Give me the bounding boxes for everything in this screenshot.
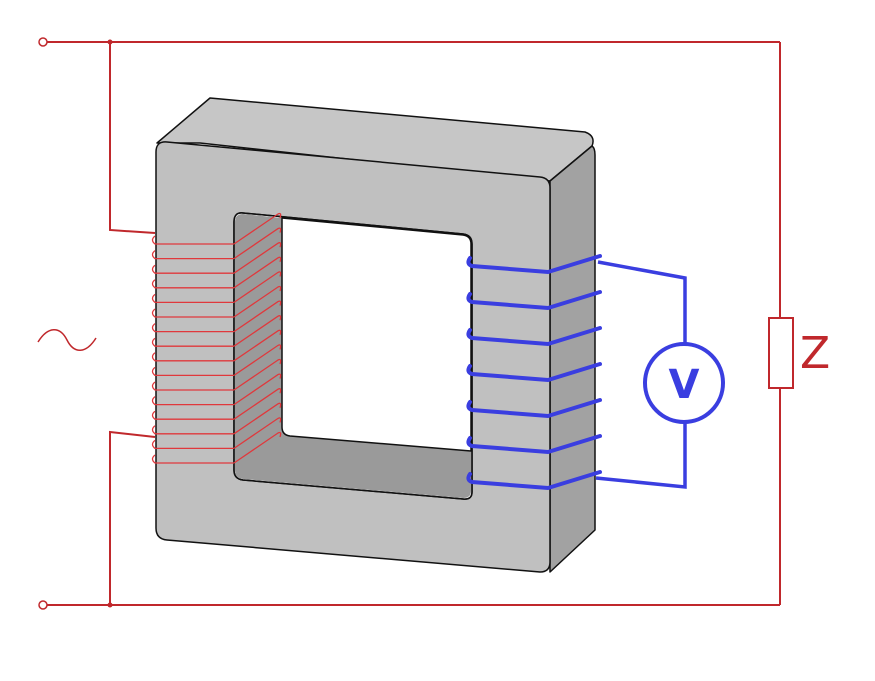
primary-turn-wrap — [233, 285, 282, 318]
junction-bottom — [107, 602, 113, 608]
primary-turn — [151, 250, 234, 260]
junction-top — [107, 39, 113, 45]
primary-turn-wrap — [233, 212, 282, 245]
primary-turn — [151, 308, 234, 318]
primary-turn — [151, 396, 234, 406]
secondary-coil — [466, 254, 602, 491]
primary-turn — [151, 323, 234, 333]
primary-turn-wrap — [233, 271, 282, 303]
primary-turn-wrap — [233, 300, 282, 333]
primary-turn — [151, 279, 234, 289]
secondary-lead-bottom — [595, 423, 687, 489]
voltmeter — [643, 342, 725, 424]
primary-turn-wrap — [233, 431, 282, 464]
primary-turn — [151, 337, 234, 347]
core-window-outline — [233, 212, 473, 500]
primary-turn — [151, 454, 234, 464]
secondary-turn — [466, 470, 602, 491]
secondary-lead-top — [597, 260, 687, 343]
primary-circuit — [47, 41, 781, 606]
primary-turn — [151, 352, 234, 362]
primary-turn-wrap — [233, 227, 282, 260]
secondary-turn — [466, 326, 602, 347]
secondary-circuit — [595, 260, 687, 489]
primary-turn — [151, 425, 234, 435]
secondary-turn — [466, 398, 602, 419]
secondary-turn — [466, 362, 602, 383]
primary-turn — [151, 366, 234, 377]
primary-lead-top — [109, 42, 156, 234]
voltmeter-label: V — [669, 362, 700, 408]
primary-turn-wrap — [233, 344, 282, 376]
primary-lead-bottom — [109, 430, 156, 605]
primary-turn-wrap — [233, 242, 282, 274]
load-label: Z — [800, 328, 830, 379]
secondary-turn — [466, 254, 602, 275]
primary-turn-wrap — [233, 256, 282, 289]
core-window-opening — [281, 217, 472, 452]
input-terminal-top — [38, 37, 48, 47]
primary-turn-wrap — [233, 417, 282, 449]
primary-turn — [151, 410, 234, 420]
primary-turn-wrap — [233, 315, 282, 347]
secondary-turn — [466, 290, 602, 311]
primary-turn — [151, 293, 234, 304]
primary-turn — [151, 439, 234, 450]
input-terminal-bottom — [38, 600, 48, 610]
ac-source-symbol — [37, 329, 97, 351]
secondary-turn — [466, 434, 602, 455]
load-resistor — [768, 317, 794, 389]
core-right-face — [549, 145, 596, 573]
primary-turn — [151, 264, 234, 274]
primary-turn-wrap — [233, 402, 282, 435]
primary-turn — [151, 235, 234, 245]
transformer-core — [155, 97, 596, 573]
primary-turn-wrap — [233, 388, 282, 420]
primary-turn-wrap — [233, 329, 282, 362]
primary-turn-wrap — [233, 358, 282, 391]
primary-coil — [151, 212, 282, 464]
primary-turn — [151, 381, 234, 391]
primary-turn-wrap — [233, 373, 282, 406]
